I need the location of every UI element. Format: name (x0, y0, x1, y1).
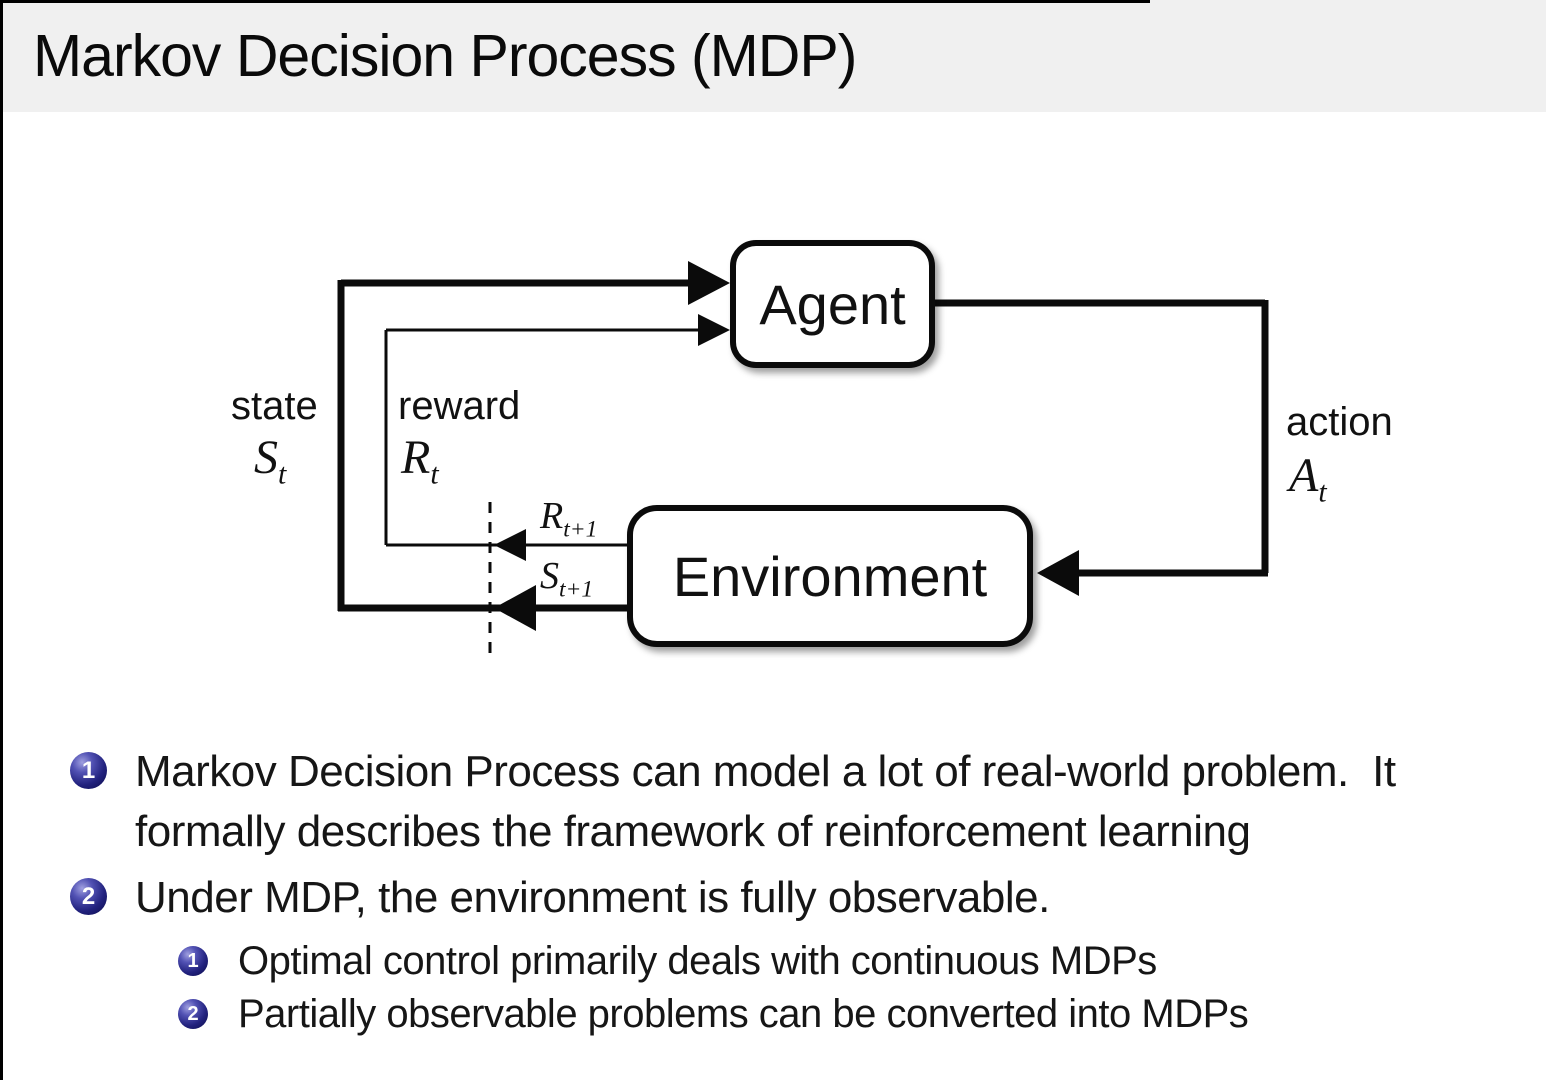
window-left-border (0, 0, 3, 1080)
slide-header: Markov Decision Process (MDP) (0, 0, 1546, 112)
diagram-arrows (337, 261, 1269, 655)
page-title: Markov Decision Process (MDP) (33, 23, 857, 89)
environment-label: Environment (672, 544, 988, 608)
state-arrowhead-to-agent (688, 261, 730, 305)
bullet-number-ball: 2 (70, 878, 107, 915)
bullet-list: 1 Markov Decision Process can model a lo… (68, 742, 1498, 1040)
bullet-number-ball: 1 (70, 752, 107, 789)
mdp-agent-environment-diagram: Agent Environment state St reward Rt Rt+… (231, 240, 1393, 655)
sub-bullet-list: 1 Optimal control primarily deals with c… (178, 936, 1498, 1040)
list-item: 2 Under MDP, the environment is fully ob… (68, 868, 1498, 928)
environment-box: Environment (627, 505, 1033, 647)
action-label: action (1286, 400, 1393, 444)
bullet-text: Partially observable problems can be con… (238, 992, 1249, 1036)
bullet-text: Optimal control primarily deals with con… (238, 939, 1157, 983)
bullet-text: Under MDP, the environment is fully obse… (135, 873, 1050, 922)
action-symbol: At (1289, 449, 1327, 509)
list-item: 1 Markov Decision Process can model a lo… (68, 742, 1498, 862)
action-arrowhead-to-environment (1037, 550, 1079, 596)
bullet-number-ball: 1 (178, 946, 208, 976)
agent-box: Agent (730, 240, 935, 368)
reward-symbol: Rt (401, 431, 439, 491)
reward-label: reward (398, 384, 521, 428)
reward-arrowhead-at-boundary (494, 529, 526, 561)
state-label: state (231, 384, 318, 428)
next-reward-symbol: Rt+1 (540, 495, 598, 543)
bullet-number-ball: 2 (178, 999, 208, 1029)
state-arrowhead-at-boundary (494, 585, 536, 631)
list-item: 2 Partially observable problems can be c… (178, 989, 1498, 1040)
state-symbol: St (254, 431, 287, 491)
reward-arrowhead-to-agent (698, 314, 730, 346)
list-item: 1 Optimal control primarily deals with c… (178, 936, 1498, 987)
agent-label: Agent (759, 272, 906, 336)
next-state-symbol: St+1 (540, 555, 594, 603)
bullet-text: Markov Decision Process can model a lot … (135, 747, 1408, 856)
window-top-border (0, 0, 1150, 3)
